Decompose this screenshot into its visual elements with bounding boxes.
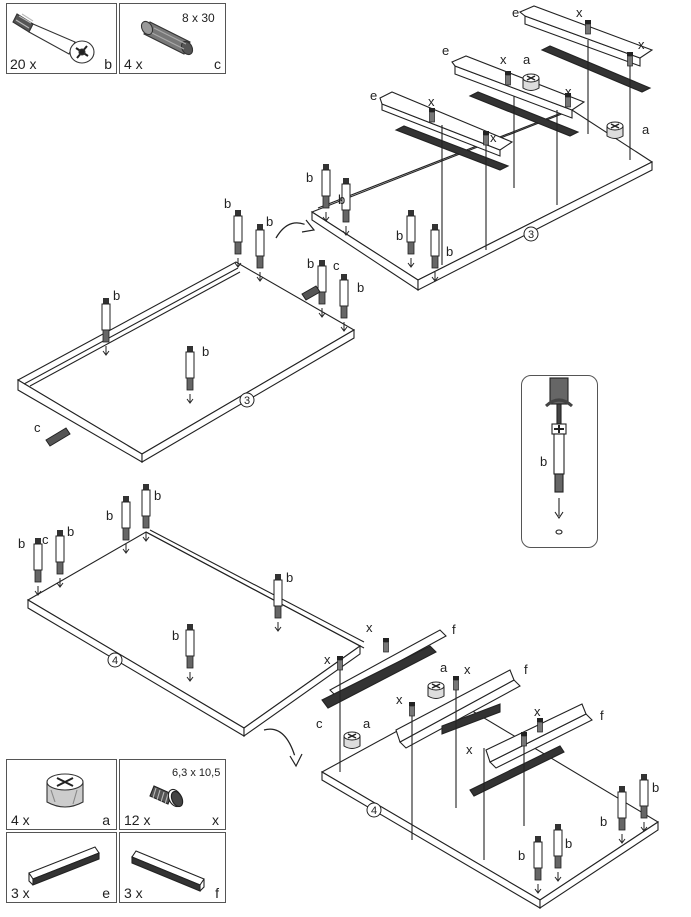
part-label-a: a <box>642 122 650 137</box>
part-label-x: x <box>428 94 435 109</box>
part-label-x: x <box>366 620 373 635</box>
part-label-c: c <box>333 258 340 273</box>
part-label-b: b <box>113 288 120 303</box>
part-label-x: x <box>466 742 473 757</box>
panel-middle-left <box>16 261 356 463</box>
bracket-icon <box>131 850 205 892</box>
part-label-b: b <box>286 570 293 585</box>
svg-text:3: 3 <box>528 229 534 241</box>
screwdriver-icon: b <box>540 377 574 535</box>
legend-box-f: 3 x f <box>119 832 226 903</box>
rails-top <box>379 5 654 265</box>
part-label-x: x <box>576 5 583 20</box>
legend-code: e <box>102 885 110 901</box>
part-label-b: b <box>18 536 25 551</box>
part-label-f: f <box>524 662 528 677</box>
part-label-x: x <box>534 704 541 719</box>
legend-box-x: 6,3 x 10,5 12 x x <box>119 759 226 830</box>
connector-bolt-icon <box>12 13 95 64</box>
part-label-c: c <box>316 716 323 731</box>
part-label-b: b <box>396 228 403 243</box>
part-label-b: b <box>652 780 659 795</box>
rails-bottom <box>321 629 593 860</box>
part-label-x: x <box>324 652 331 667</box>
part-label-b: b <box>172 628 179 643</box>
panel-lower-left <box>26 529 365 738</box>
svg-text:3: 3 <box>244 395 250 407</box>
legend-qty: 3 x <box>124 885 143 901</box>
part-label-x: x <box>490 130 497 145</box>
part-label-b: b <box>357 280 364 295</box>
dowel-icon <box>140 20 194 56</box>
legend-box-b: 20 x b <box>6 3 117 74</box>
part-label-x: x <box>464 662 471 677</box>
legend-qty: 12 x <box>124 812 151 828</box>
part-label-x: x <box>565 84 572 99</box>
svg-text:4: 4 <box>112 655 118 667</box>
part-label-e: e <box>370 88 377 103</box>
part-label-b: b <box>266 214 273 229</box>
part-label-b: b <box>67 524 74 539</box>
part-label-c: c <box>42 532 49 547</box>
part-label-x: x <box>500 52 507 67</box>
part-label-e: e <box>512 5 519 20</box>
legend-box-a: 4 x a <box>6 759 117 830</box>
panel-lower-right <box>320 699 660 910</box>
legend-qty: 4 x <box>11 812 30 828</box>
bracket-icon <box>28 846 100 886</box>
step-number-4: 4 <box>107 652 123 668</box>
part-label-b: b <box>307 256 314 271</box>
part-label-c: c <box>34 420 41 435</box>
svg-text:4: 4 <box>371 805 377 817</box>
part-label-a: a <box>440 660 448 675</box>
panel-top-right <box>310 107 654 292</box>
part-label-b: b <box>154 488 161 503</box>
part-label-b: b <box>540 454 547 469</box>
step-number-3: 3 <box>239 392 255 408</box>
part-label-x: x <box>396 692 403 707</box>
step-number-4: 4 <box>366 802 382 818</box>
part-label-b: b <box>202 344 209 359</box>
legend-code: a <box>102 812 110 828</box>
part-label-b: b <box>600 814 607 829</box>
legend-dimension: 8 x 30 <box>182 11 215 25</box>
part-label-x: x <box>638 37 645 52</box>
part-label-a: a <box>363 716 371 731</box>
legend-dimension: 6,3 x 10,5 <box>172 767 221 779</box>
rotate-arrow-icon <box>275 222 313 239</box>
legend-code: b <box>104 56 112 72</box>
part-label-a: a <box>523 52 531 67</box>
part-label-b: b <box>306 170 313 185</box>
rotate-arrow-icon <box>263 728 297 761</box>
part-label-b: b <box>338 192 345 207</box>
part-label-f: f <box>452 622 456 637</box>
screw-icon <box>149 785 184 808</box>
legend-box-c: 8 x 30 4 x c <box>119 3 226 74</box>
part-label-b: b <box>446 244 453 259</box>
part-label-e: e <box>442 43 449 58</box>
legend-qty: 3 x <box>11 885 30 901</box>
part-label-b: b <box>518 848 525 863</box>
legend-qty: 4 x <box>124 56 143 72</box>
part-label-b: b <box>565 836 572 851</box>
legend-code: x <box>212 812 219 828</box>
legend-code: c <box>214 56 221 72</box>
legend-code: f <box>215 885 219 901</box>
legend-box-e: 3 x e <box>6 832 117 903</box>
part-label-f: f <box>600 708 604 723</box>
cam-lock-icon <box>46 773 84 808</box>
detail-box: b <box>521 375 598 548</box>
legend-qty: 20 x <box>10 56 37 72</box>
part-label-b: b <box>106 508 113 523</box>
step-number-3: 3 <box>523 226 539 242</box>
part-label-b: b <box>224 196 231 211</box>
dowel-icon <box>45 285 321 447</box>
